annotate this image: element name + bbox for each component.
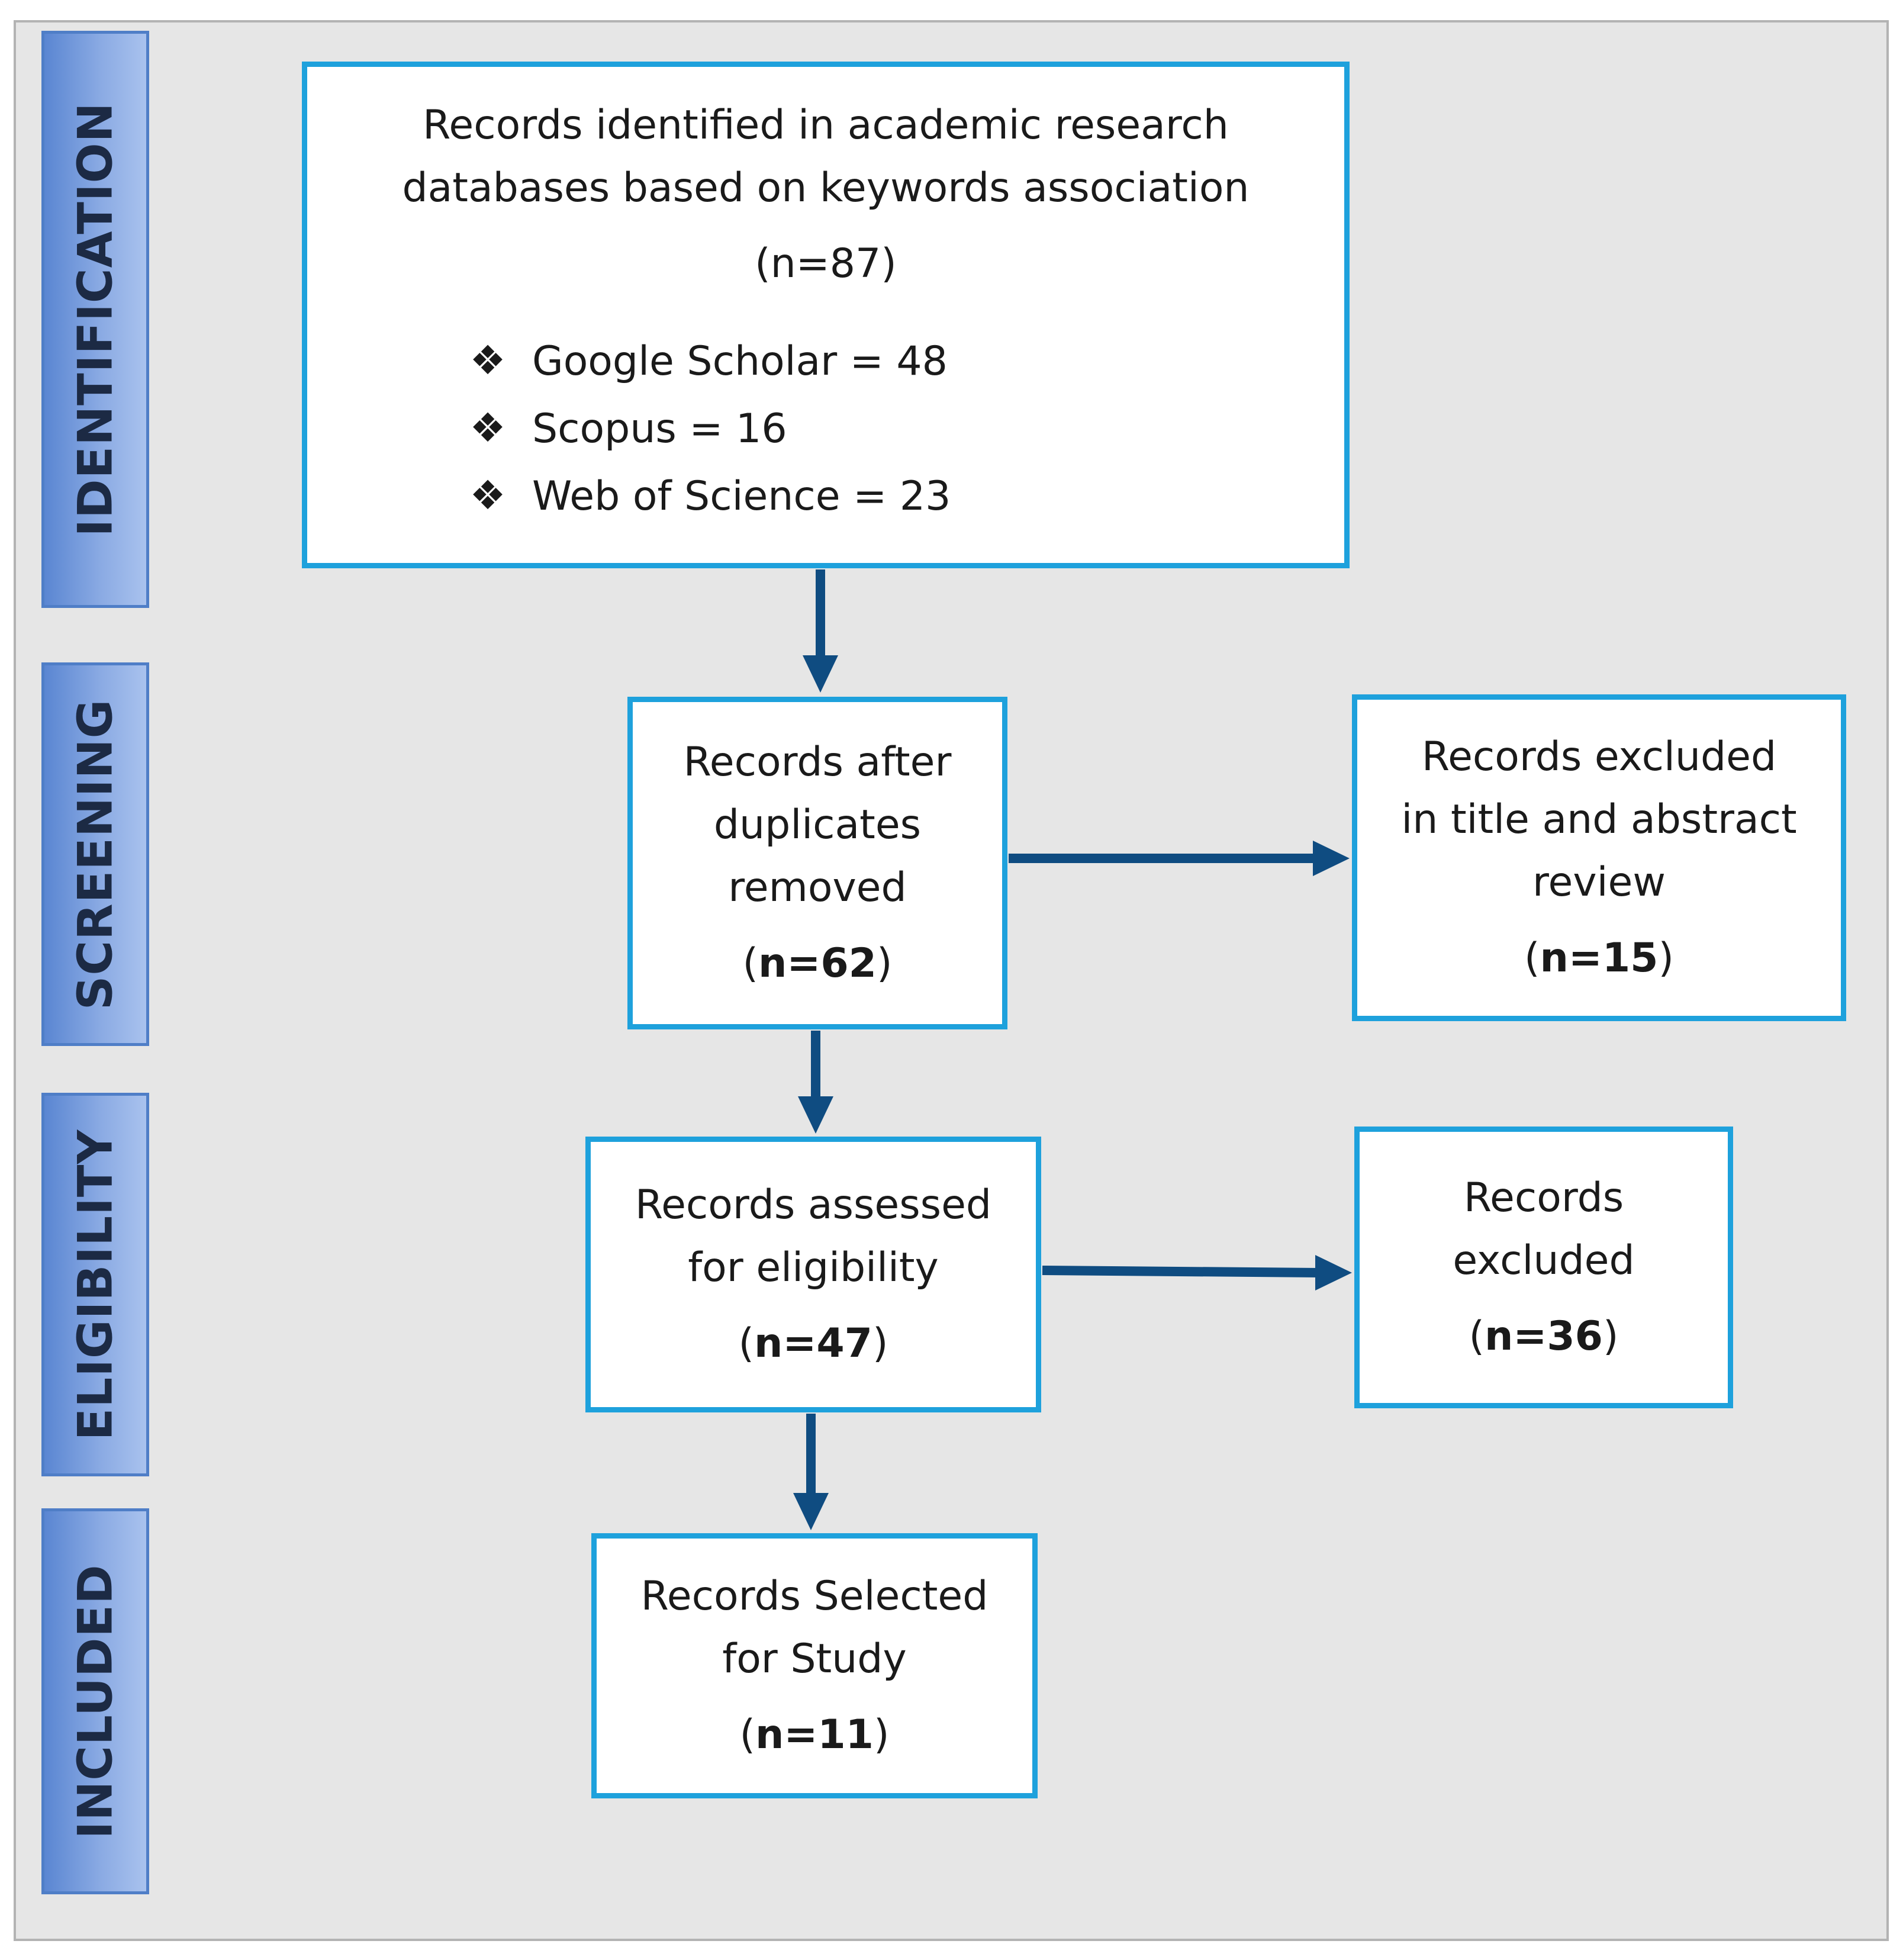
source-scopus: Scopus = 16 [532, 405, 787, 452]
source-list: ❖ Google Scholar = 48 ❖ Scopus = 16 ❖ We… [443, 327, 951, 530]
identified-line-1: Records identified in academic research [423, 102, 1229, 149]
selected-line-2: for Study [722, 1636, 907, 1682]
four-diamond-icon: ❖ [469, 337, 506, 384]
identified-line-2: databases based on keywords association [402, 165, 1250, 211]
identified-records-box: Records identified in academic research … [302, 62, 1350, 568]
list-item: ❖ Scopus = 16 [443, 395, 951, 462]
after-duplicates-box: Records after duplicates removed (n=62) [627, 697, 1007, 1029]
assessed-box: Records assessed for eligibility (n=47) [585, 1137, 1041, 1412]
after-duplicates-line-3: removed [728, 864, 907, 911]
excluded-title-abstract-count: (n=15) [1524, 935, 1675, 981]
after-duplicates-line-1: Records after [683, 739, 952, 786]
source-web-of-science: Web of Science = 23 [532, 472, 951, 520]
excluded-title-abstract-line-3: review [1532, 859, 1666, 906]
stage-eligibility-label: ELIGIBILITY [67, 1129, 123, 1440]
excluded-title-abstract-box: Records excluded in title and abstract r… [1352, 694, 1846, 1021]
excluded-line-2: excluded [1453, 1237, 1635, 1284]
selected-box: Records Selected for Study (n=11) [591, 1533, 1038, 1798]
assessed-count: (n=47) [738, 1320, 888, 1367]
excluded-line-1: Records [1463, 1174, 1624, 1221]
stage-included: INCLUDED [41, 1508, 149, 1894]
four-diamond-icon: ❖ [469, 405, 506, 452]
list-item: ❖ Google Scholar = 48 [443, 327, 951, 395]
excluded-title-abstract-line-1: Records excluded [1421, 733, 1777, 780]
source-google-scholar: Google Scholar = 48 [532, 337, 948, 385]
after-duplicates-count: (n=62) [742, 940, 893, 987]
assessed-line-2: for eligibility [688, 1244, 939, 1291]
selected-count: (n=11) [739, 1711, 890, 1758]
stage-identification: IDENTIFICATION [41, 31, 149, 608]
identified-count: (n=87) [755, 240, 897, 287]
stage-included-label: INCLUDED [67, 1564, 123, 1839]
excluded-count: (n=36) [1469, 1313, 1619, 1360]
stage-identification-label: IDENTIFICATION [67, 102, 123, 537]
list-item: ❖ Web of Science = 23 [443, 462, 951, 530]
excluded-box: Records excluded (n=36) [1354, 1127, 1733, 1408]
stage-eligibility: ELIGIBILITY [41, 1093, 149, 1476]
selected-line-1: Records Selected [640, 1573, 988, 1620]
after-duplicates-line-2: duplicates [713, 802, 922, 848]
excluded-title-abstract-line-2: in title and abstract [1401, 796, 1797, 843]
four-diamond-icon: ❖ [469, 472, 506, 519]
stage-screening: SCREENING [41, 662, 149, 1046]
stage-screening-label: SCREENING [67, 699, 123, 1010]
assessed-line-1: Records assessed [635, 1182, 992, 1228]
